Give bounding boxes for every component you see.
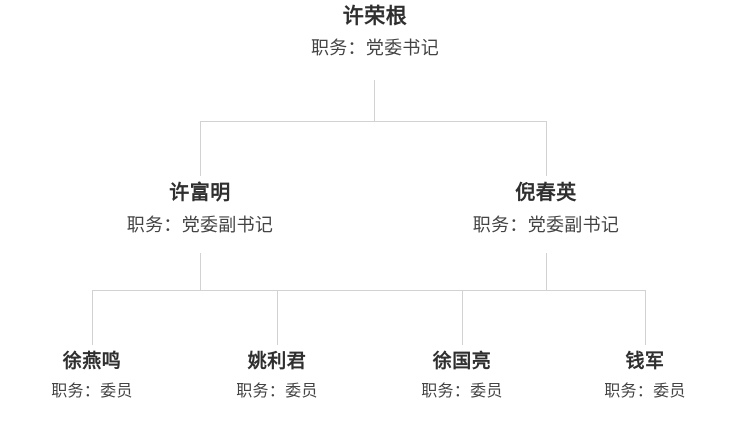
org-node-title: 职务：党委书记 (310, 38, 440, 59)
connector-level2-bus (200, 121, 547, 122)
org-node-member-2[interactable]: 姚利君 职务：委员 (187, 350, 367, 403)
org-node-member-1[interactable]: 徐燕鸣 职务：委员 (2, 350, 182, 403)
org-node-name: 徐燕鸣 (62, 351, 122, 372)
connector-drop-deputy-1 (200, 121, 201, 176)
org-node-name: 许富明 (169, 182, 231, 204)
org-node-name: 姚利君 (247, 351, 307, 372)
connector-drop-member-1 (92, 290, 93, 345)
org-node-name: 钱军 (625, 351, 665, 372)
org-node-root[interactable]: 许荣根 职务：党委书记 (275, 4, 475, 61)
org-node-name: 徐国亮 (432, 351, 492, 372)
org-node-title: 职务：党委副书记 (472, 215, 620, 235)
org-node-deputy-1[interactable]: 许富明 职务：党委副书记 (90, 181, 310, 237)
org-node-name: 倪春英 (515, 182, 577, 204)
org-node-member-4[interactable]: 钱军 职务：委员 (555, 350, 735, 403)
connector-drop-member-2 (277, 290, 278, 345)
org-node-name: 许荣根 (342, 5, 408, 28)
org-node-deputy-2[interactable]: 倪春英 职务：党委副书记 (436, 181, 656, 237)
org-node-title: 职务：委员 (421, 382, 503, 400)
connector-drop-deputy-2 (546, 121, 547, 176)
org-node-title: 职务：委员 (51, 382, 133, 400)
org-node-title: 职务：党委副书记 (126, 215, 274, 235)
connector-drop-member-4 (645, 290, 646, 345)
connector-drop-member-3 (462, 290, 463, 345)
connector-stem-deputy-2 (546, 253, 547, 291)
connector-stem-deputy-1 (200, 253, 201, 291)
connector-root-stem (374, 80, 375, 122)
org-node-title: 职务：委员 (236, 382, 318, 400)
org-node-title: 职务：委员 (604, 382, 686, 400)
org-node-member-3[interactable]: 徐国亮 职务：委员 (372, 350, 552, 403)
connector-level3-bus (92, 290, 646, 291)
